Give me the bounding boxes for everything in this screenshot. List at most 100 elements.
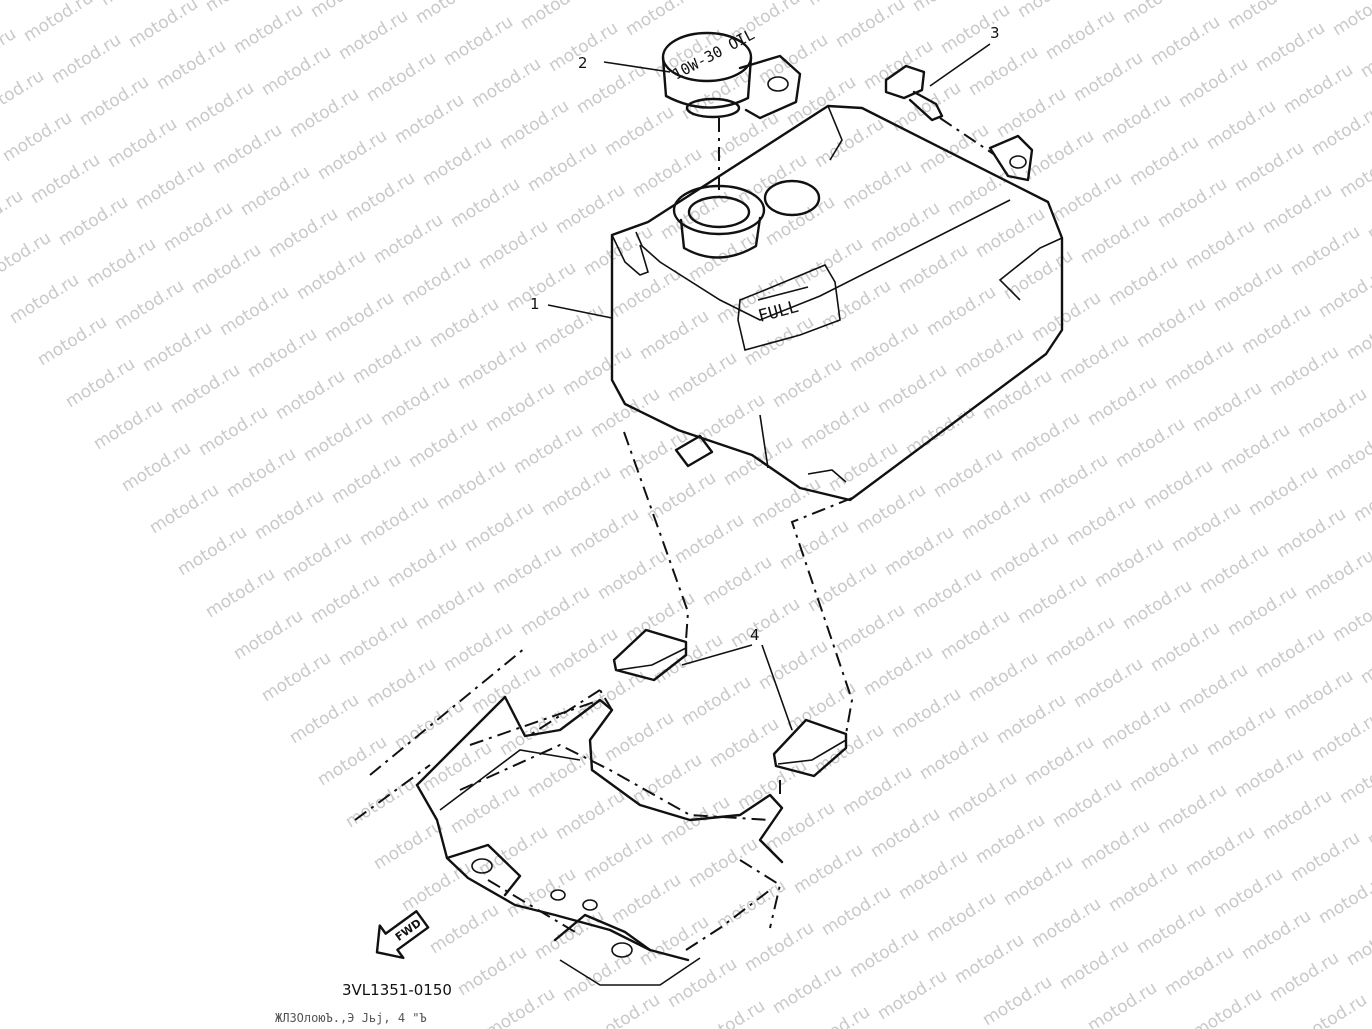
watermark-text: motod.ru — [608, 870, 685, 928]
watermark-text: motod.ru — [1105, 858, 1182, 916]
watermark-text: motod.ru — [1042, 6, 1119, 64]
watermark-text: motod.ru — [440, 12, 517, 70]
watermark-text: motod.ru — [664, 954, 741, 1012]
watermark-text: motod.ru — [321, 288, 398, 346]
watermark-text: motod.ru — [1238, 906, 1315, 964]
watermark-text: motod.ru — [860, 36, 937, 94]
watermark-text: motod.ru — [363, 48, 440, 106]
watermark-text: motod.ru — [601, 102, 678, 160]
watermark-text: motod.ru — [1217, 420, 1294, 478]
watermark-text: motod.ru — [251, 486, 328, 544]
watermark-text: motod.ru — [293, 246, 370, 304]
watermark-text: motod.ru — [937, 606, 1014, 664]
watermark-text: motod.ru — [412, 0, 489, 28]
watermark-text: motod.ru — [1168, 498, 1245, 556]
watermark-text: motod.ru — [1329, 588, 1372, 646]
watermark-text: motod.ru — [1154, 780, 1231, 838]
watermark-text: motod.ru — [958, 486, 1035, 544]
watermark-text: motod.ru — [818, 882, 895, 940]
assembly-lines — [354, 117, 996, 951]
watermark-text: motod.ru — [1042, 612, 1119, 670]
watermark-text: motod.ru — [657, 186, 734, 244]
watermark-text: motod.ru — [629, 750, 706, 808]
watermark-text: motod.ru — [545, 624, 622, 682]
watermark-text: motod.ru — [118, 438, 195, 496]
watermark-text: motod.ru — [265, 204, 342, 262]
watermark-text: motod.ru — [146, 480, 223, 538]
watermark-text: motod.ru — [314, 126, 391, 184]
watermark-text: motod.ru — [1007, 408, 1084, 466]
watermark-text: motod.ru — [1077, 816, 1154, 874]
watermark-text: motod.ru — [1021, 732, 1098, 790]
watermark-text: motod.ru — [1189, 984, 1266, 1029]
watermark-text: motod.ru — [272, 366, 349, 424]
watermark-text: motod.ru — [1196, 540, 1273, 598]
watermark-text: motod.ru — [1266, 948, 1343, 1006]
watermark-text: motod.ru — [1000, 852, 1077, 910]
watermark-text: motod.ru — [90, 396, 167, 454]
watermark-text: motod.ru — [230, 606, 307, 664]
watermark-text: motod.ru — [622, 0, 699, 40]
watermark-text: motod.ru — [895, 240, 972, 298]
watermark-text: motod.ru — [790, 840, 867, 898]
watermark-text: motod.ru — [279, 528, 356, 586]
watermark-text: motod.ru — [258, 42, 335, 100]
watermark-text: motod.ru — [1147, 618, 1224, 676]
frame-bracket — [415, 695, 784, 986]
watermark-text: motod.ru — [440, 618, 517, 676]
watermark-text: motod.ru — [1175, 660, 1252, 718]
damper-right — [772, 718, 848, 778]
watermark-text: motod.ru — [965, 42, 1042, 100]
watermark-text: motod.ru — [916, 726, 993, 784]
watermark-text: motod.ru — [538, 462, 615, 520]
watermark-text: motod.ru — [0, 24, 20, 82]
watermark-text: motod.ru — [475, 216, 552, 274]
watermark-text: motod.ru — [1084, 978, 1161, 1029]
watermark-text: motod.ru — [202, 0, 279, 16]
watermark-text: motod.ru — [1140, 456, 1217, 514]
watermark-text: motod.ru — [160, 198, 237, 256]
watermark-text: motod.ru — [1210, 258, 1287, 316]
watermark-text: motod.ru — [727, 594, 804, 652]
watermark-text: motod.ru — [1357, 630, 1372, 688]
watermark-text: motod.ru — [944, 162, 1021, 220]
watermark-text: motod.ru — [1343, 912, 1372, 970]
watermark-text: motod.ru — [503, 258, 580, 316]
watermark-text: motod.ru — [1112, 414, 1189, 472]
oil-tank — [610, 104, 1064, 502]
watermark-text: motod.ru — [468, 660, 545, 718]
watermark-text: motod.ru — [1294, 384, 1371, 442]
oil-cap — [661, 31, 802, 120]
watermark-text: motod.ru — [104, 114, 181, 172]
watermark-text: motod.ru — [1301, 546, 1372, 604]
watermark-text: motod.ru — [223, 444, 300, 502]
watermark-text: motod.ru — [1105, 252, 1182, 310]
watermark-text: motod.ru — [636, 306, 713, 364]
watermark-text: motod.ru — [839, 156, 916, 214]
watermark-text: motod.ru — [1070, 654, 1147, 712]
watermark-text: motod.ru — [650, 630, 727, 688]
watermark-text: motod.ru — [496, 96, 573, 154]
watermark-text: motod.ru — [398, 858, 475, 916]
watermark-text: motod.ru — [839, 762, 916, 820]
watermark-text: motod.ru — [818, 276, 895, 334]
watermark-text: motod.ru — [1049, 774, 1126, 832]
watermark-text: motod.ru — [1364, 186, 1372, 244]
watermark-text: motod.ru — [153, 36, 230, 94]
watermark-text: motod.ru — [1231, 744, 1308, 802]
watermark-text: motod.ru — [419, 132, 496, 190]
watermark-text: motod.ru — [412, 576, 489, 634]
watermark-text: motod.ru — [678, 672, 755, 730]
watermark-text: motod.ru — [6, 270, 83, 328]
watermark-text: motod.ru — [986, 528, 1063, 586]
watermark-text: motod.ru — [0, 108, 76, 166]
watermark-text: motod.ru — [237, 162, 314, 220]
watermark-text: motod.ru — [1014, 0, 1091, 22]
watermark-text: motod.ru — [1063, 492, 1140, 550]
watermark-text: motod.ru — [552, 180, 629, 238]
watermark-text: motod.ru — [328, 450, 405, 508]
watermark-text: motod.ru — [797, 1002, 874, 1029]
watermark-text: motod.ru — [1315, 870, 1372, 928]
footer-scan-noise: ЖЛЗОлоюЪ.,Э Jьj, 4 "Ъ — [275, 1011, 427, 1025]
